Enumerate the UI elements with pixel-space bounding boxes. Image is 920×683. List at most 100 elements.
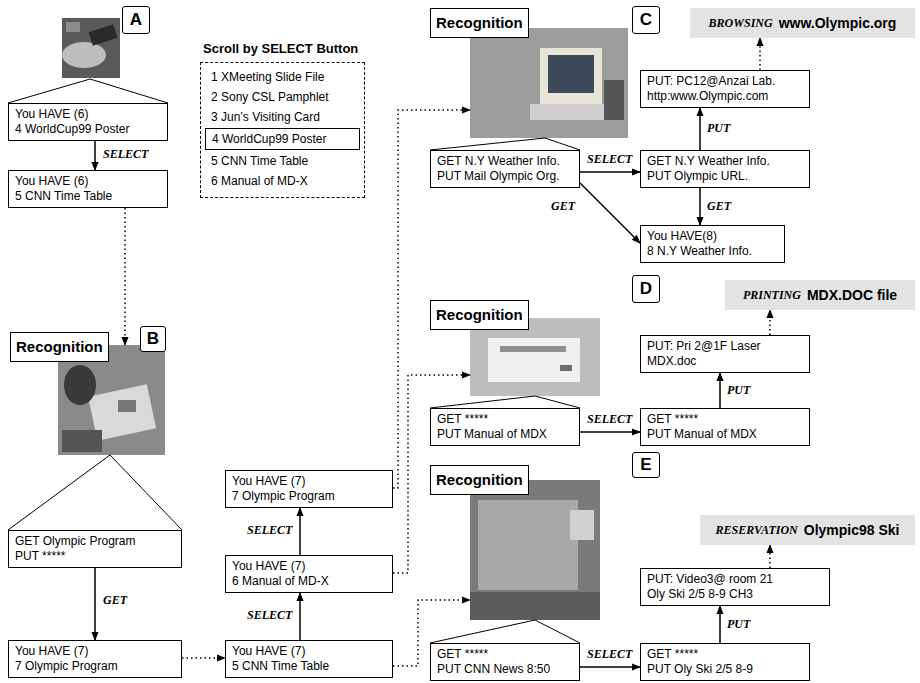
zoom-line (430, 620, 580, 643)
panel-letter: A (122, 6, 150, 34)
photo-a (62, 18, 120, 78)
state-box: GET N.Y Weather Info.PUT Olympic URL. (640, 150, 810, 188)
box-text: 5 CNN Time Table (15, 189, 112, 204)
arrow-connector (580, 183, 640, 243)
box-text: PUT: PC12@Anzai Lab. (647, 74, 775, 89)
state-box: GET *****PUT CNN News 8:50 (430, 643, 580, 681)
arrow-connector (719, 373, 721, 408)
box-text: http:www.Olympic.com (647, 89, 768, 104)
panel-letter: E (632, 452, 660, 478)
box-text: 4 WorldCup99 Poster (15, 122, 130, 137)
dotted-connector (759, 38, 761, 70)
edge-label: SELECT (246, 523, 293, 537)
recognition-photo: Recognition (470, 28, 628, 138)
recognition-heading: Recognition (430, 8, 529, 38)
recognition-photo: Recognition (470, 318, 600, 396)
selected-item: 4 WorldCup99 Poster (205, 128, 360, 150)
banner-text: Olympic98 Ski (804, 521, 900, 539)
recognition-heading: Recognition (430, 300, 529, 330)
list-item: 3 Jun’s Visiting Card (205, 107, 320, 127)
printer-slot (500, 346, 566, 352)
photo-detail (470, 592, 600, 620)
state-box: GET *****PUT Manual of MDX (430, 408, 580, 446)
hand-shape (62, 42, 106, 68)
panel-letter-text: E (640, 455, 651, 475)
arrow-connector (299, 508, 301, 555)
list-item: 2 Sony CSL Pamphlet (205, 87, 329, 107)
screen-shape (548, 55, 594, 93)
arrow-connector (580, 431, 640, 433)
state-box: You HAVE (7)5 CNN Time Table (225, 640, 393, 678)
box-text: PUT CNN News 8:50 (437, 662, 550, 677)
box-text: GET N.Y Weather Info. (647, 154, 770, 169)
state-box: You HAVE (6)4 WorldCup99 Poster (8, 103, 168, 141)
box-text: GET ***** (647, 412, 698, 427)
box-text: PUT Mail Olympic Org. (437, 169, 559, 184)
box-text: You HAVE (6) (15, 174, 88, 189)
box-text: PUT Oly Ski 2/5 8-9 (647, 662, 753, 677)
edge-label: PUT (726, 617, 751, 631)
photo-detail (604, 80, 624, 120)
arrow-connector (580, 666, 640, 668)
wall-shape (478, 500, 578, 590)
action-banner: RESERVATIONOlympic98 Ski (700, 515, 915, 545)
panel-letter: D (632, 275, 660, 303)
edge-label: PUT (706, 121, 731, 135)
box-text: You HAVE (7) (232, 559, 305, 574)
state-box: GET *****PUT Oly Ski 2/5 8-9 (640, 643, 810, 681)
dotted-connector (124, 208, 126, 345)
arrow-connector (94, 141, 96, 170)
zoom-line (8, 455, 182, 530)
box-text: 6 Manual of MD-X (232, 574, 329, 589)
edge-label: GET (102, 593, 128, 607)
edge-label: SELECT (586, 647, 633, 661)
printer-shape (488, 338, 580, 382)
box-text: You HAVE (7) (15, 644, 88, 659)
state-box: GET *****PUT Manual of MDX (640, 408, 810, 446)
photo-ground (470, 480, 600, 620)
box-text: PUT Olympic URL. (647, 169, 748, 184)
box-text: PUT: Video3@ room 21 (647, 572, 773, 587)
state-box: GET N.Y Weather Info.PUT Mail Olympic Or… (430, 150, 580, 188)
edge-label: SELECT (586, 412, 633, 426)
box-text: You HAVE(8) (647, 229, 717, 244)
box-text: GET ***** (437, 647, 488, 662)
box-text: 7 Olympic Program (232, 489, 335, 504)
banner-text: MDX.DOC file (807, 286, 897, 304)
box-text: 7 Olympic Program (15, 659, 118, 674)
zoom-line (430, 138, 580, 150)
recognition-photo: Recognition (58, 345, 165, 455)
box-text: GET ***** (437, 412, 488, 427)
arrow-connector (719, 606, 721, 643)
edge-label: SELECT (102, 147, 149, 161)
recognition-heading: Recognition (10, 332, 109, 362)
desk-shape (530, 104, 616, 120)
box-text: 8 N.Y Weather Info. (647, 244, 752, 259)
device-shape (88, 24, 117, 45)
box-text: MDX.doc (647, 354, 696, 369)
state-box: PUT: Video3@ room 21Oly Ski 2/5 8-9 CH3 (640, 568, 830, 606)
action-banner: BROWSINGwww.Olympic.org (690, 8, 915, 38)
box-text: You HAVE (7) (232, 644, 305, 659)
head-shape (64, 365, 96, 405)
banner-text: PRINTING (743, 286, 801, 304)
arrow-connector (299, 593, 301, 640)
photo-ground (62, 18, 120, 78)
dotted-connector (769, 310, 771, 335)
box-text: PUT ***** (15, 549, 65, 564)
edge-label: GET (706, 199, 732, 213)
state-box: You HAVE (7)7 Olympic Program (8, 640, 182, 678)
list-item: 6 Manual of MD-X (205, 171, 308, 191)
arrow-connector (699, 188, 701, 225)
box-text: 5 CNN Time Table (232, 659, 329, 674)
state-box: You HAVE(8)8 N.Y Weather Info. (640, 225, 785, 263)
list-item: 5 CNN Time Table (205, 151, 308, 171)
panel-letter-text: D (640, 279, 652, 299)
panel-letter-text: C (640, 10, 652, 30)
panel-letter-text: B (147, 329, 159, 349)
state-box: PUT: PC12@Anzai Lab.http:www.Olympic.com (640, 70, 810, 108)
dotted-connector (769, 545, 771, 568)
list-item: 4 WorldCup99 Poster (212, 130, 327, 148)
arrow-connector (699, 108, 701, 150)
photo-ground (470, 28, 628, 138)
